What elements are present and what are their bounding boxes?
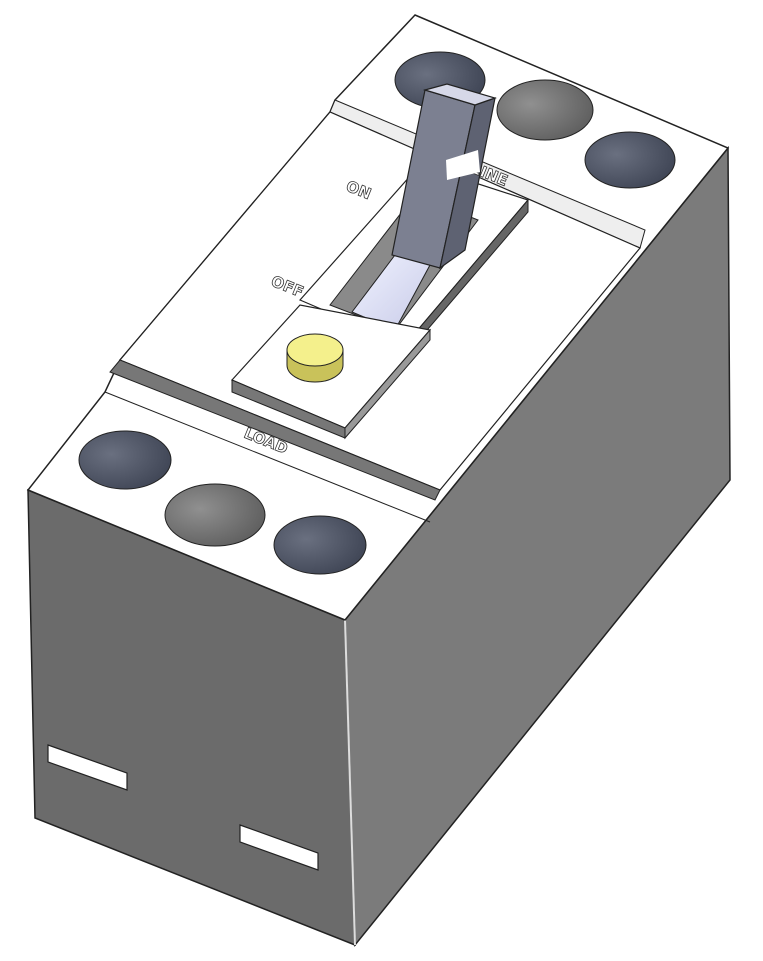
load-terminal-band xyxy=(109,359,441,501)
mounting-slot xyxy=(47,744,128,791)
line-terminal-hole xyxy=(584,131,676,189)
load-terminal-hole xyxy=(78,430,172,490)
toggle-handle-top xyxy=(422,83,497,106)
mounting-slot xyxy=(239,824,319,871)
line-terminal-hole xyxy=(496,79,594,141)
load-terminal-hole xyxy=(273,515,367,575)
load-terminal-hole xyxy=(164,483,266,547)
trip-button[interactable] xyxy=(286,333,344,383)
